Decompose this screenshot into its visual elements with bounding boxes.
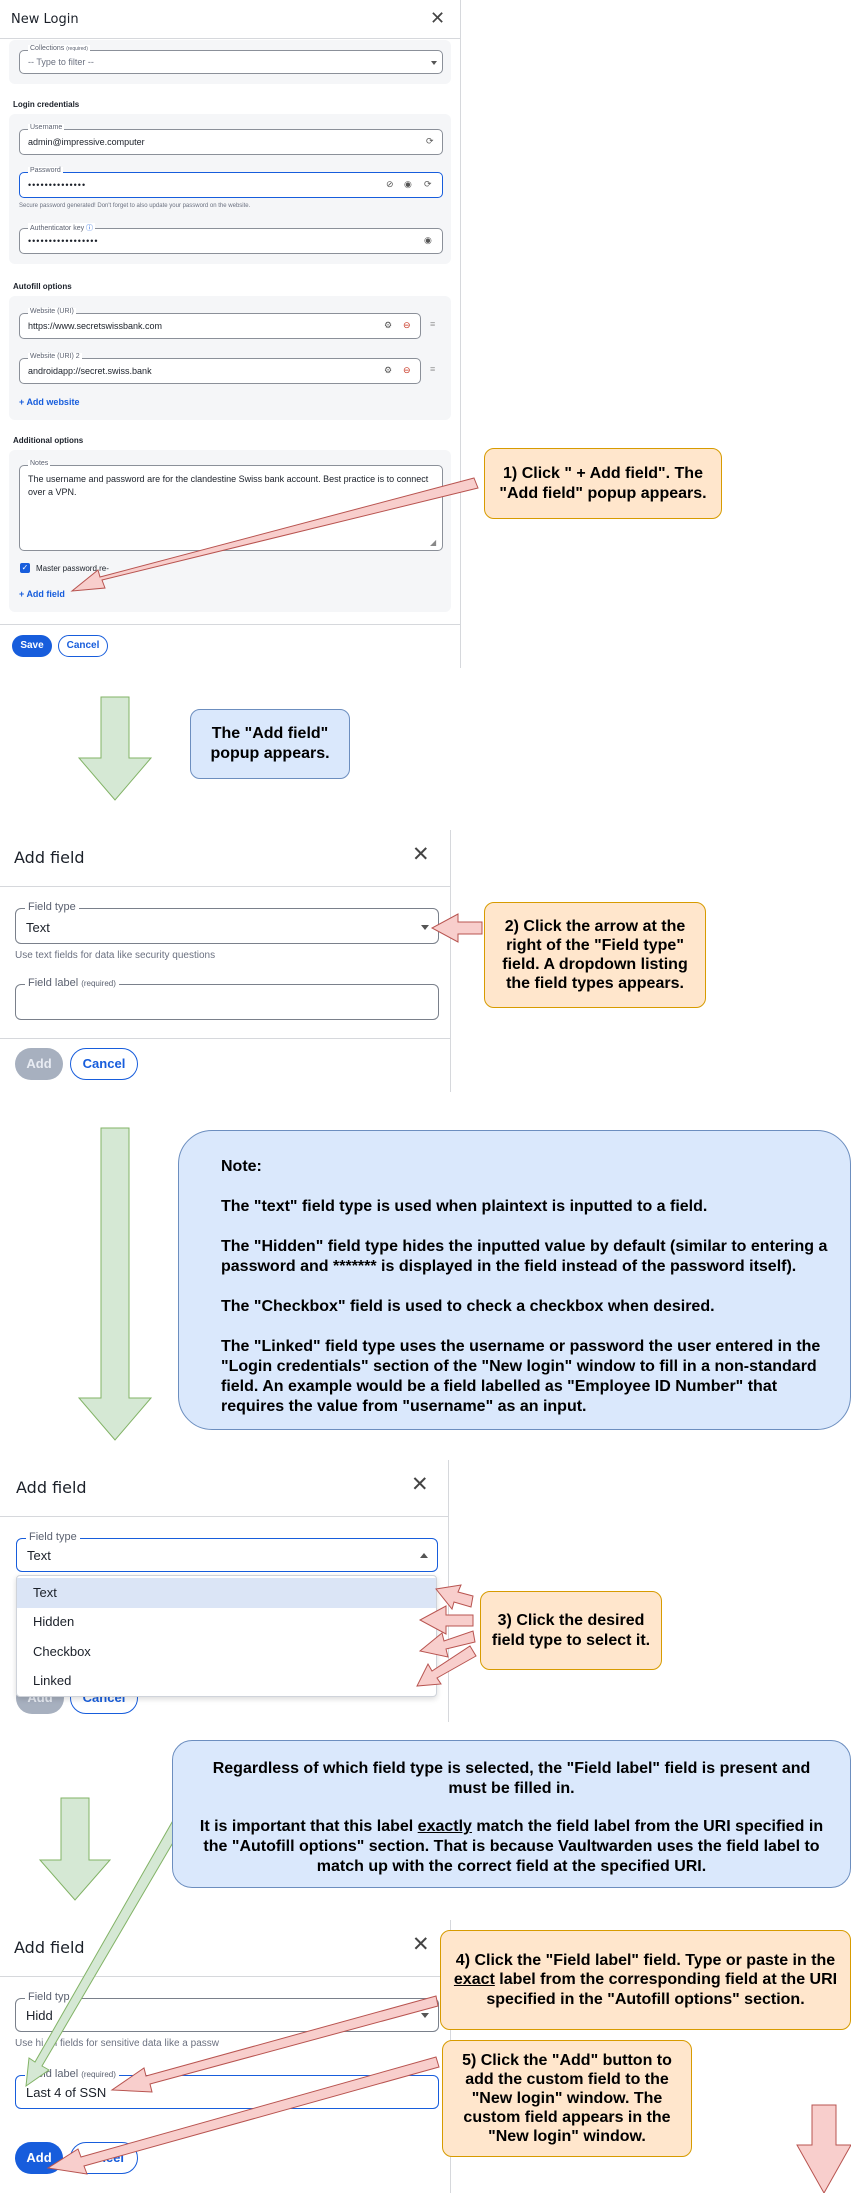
add-field-dialog: Add field ✕ Field type Text Use text fie… (0, 830, 450, 1092)
green-down-arrow (38, 1797, 112, 1901)
note-text: The "text" field type is used when plain… (221, 1198, 708, 1215)
chevron-down-icon[interactable] (431, 61, 437, 65)
generate-password-icon[interactable]: ⟳ (424, 179, 432, 189)
chevron-down-icon[interactable] (421, 925, 429, 930)
cancel-button[interactable]: Cancel (58, 635, 108, 657)
authenticator-key-input[interactable]: ••••••••••••••••• (28, 236, 99, 246)
add-field-button[interactable]: + Add field (19, 589, 65, 599)
chevron-down-icon[interactable] (421, 2013, 429, 2018)
red-pointer-arrow (110, 1995, 439, 2093)
chevron-up-icon[interactable] (420, 1553, 428, 1558)
dialog-title: Add field (14, 848, 85, 867)
close-icon[interactable]: ✕ (430, 8, 446, 28)
drag-handle-icon[interactable]: ≡ (430, 319, 436, 329)
plus-icon: + (19, 397, 25, 407)
website-uri-2-input[interactable]: androidapp://secret.swiss.bank (28, 366, 152, 376)
field-type-select[interactable]: Field type Text (16, 1531, 438, 1572)
red-down-arrow (796, 2104, 851, 2193)
close-icon[interactable]: ✕ (411, 1473, 429, 1496)
resize-handle-icon[interactable]: ◢ (430, 538, 437, 547)
red-pointer-arrow (418, 1630, 476, 1658)
red-pointer-arrow (418, 1605, 474, 1635)
autofill-options-heading: Autofill options (13, 282, 72, 291)
field-label-field[interactable]: Field label (required) Last 4 of SSN (15, 2068, 439, 2109)
dropdown-option-text[interactable]: Text (17, 1578, 436, 1608)
note-linked: The "Linked" field type uses the usernam… (221, 1338, 821, 1415)
red-pointer-arrow (430, 913, 483, 943)
dialog-title: Add field (14, 1938, 85, 1957)
save-button[interactable]: Save (12, 635, 52, 657)
red-pointer-arrow (435, 1584, 474, 1611)
username-input[interactable]: admin@impressive.computer (28, 137, 145, 147)
field-label-field[interactable]: Field label (required) (15, 977, 439, 1020)
collections-field[interactable]: Collections (required) -- Type to filter… (19, 45, 443, 74)
note-box: Note: The "text" field type is used when… (178, 1130, 851, 1430)
master-password-reprompt-checkbox[interactable]: ✓ (20, 563, 30, 573)
password-input[interactable]: •••••••••••••• (28, 180, 87, 190)
notes-textarea[interactable]: The username and password are for the cl… (28, 474, 429, 497)
gear-icon[interactable]: ⚙ (384, 365, 393, 375)
field-type-hint: Use text fields for data like security q… (15, 950, 216, 961)
red-pointer-arrow (46, 2056, 440, 2175)
field-type-hint: Use hi en fields for sensitive data like… (15, 2038, 219, 2049)
field-type-dropdown: Text Hidden Checkbox Linked (16, 1575, 437, 1697)
add-button[interactable]: Add (15, 1048, 63, 1080)
field-type-value[interactable]: Hidd (26, 2008, 53, 2023)
red-pointer-arrow (70, 477, 479, 592)
dialog-title: Add field (16, 1478, 87, 1497)
callout-popup-appears: The "Add field" popup appears. (190, 709, 350, 779)
password-hint: Secure password generated! Don't forget … (19, 203, 251, 209)
website-uri-input[interactable]: https://www.secretswissbank.com (28, 321, 163, 331)
red-pointer-arrow (416, 1645, 477, 1687)
field-type-select[interactable]: Field type Text (15, 901, 439, 944)
dropdown-option-hidden[interactable]: Hidden (33, 1614, 75, 1629)
callout-step-4: 4) Click the "Field label" field. Type o… (440, 1930, 851, 2030)
additional-options-heading: Additional options (13, 436, 84, 445)
note-checkbox: The "Checkbox" field is used to check a … (221, 1298, 715, 1315)
field-type-value[interactable]: Text (26, 920, 50, 935)
green-down-arrow (77, 696, 153, 801)
generate-username-icon[interactable]: ⟳ (426, 136, 434, 146)
password-field[interactable]: Password •••••••••••••• ⊘ ◉ ⟳ (19, 167, 443, 198)
callout-step-1: 1) Click " + Add field". The "Add field"… (484, 448, 722, 519)
callout-step-5: 5) Click the "Add" button to add the cus… (442, 2040, 692, 2157)
note-heading: Note: (221, 1158, 262, 1175)
authenticator-key-field[interactable]: Authenticator key ⓘ ••••••••••••••••• ◉ (19, 223, 443, 254)
new-login-dialog: New Login ✕ Collections (required) -- Ty… (0, 0, 460, 668)
collections-input[interactable]: -- Type to filter -- (28, 57, 94, 67)
plus-icon: + (19, 589, 25, 599)
gear-icon[interactable]: ⚙ (384, 320, 393, 330)
check-password-icon[interactable]: ⊘ (386, 179, 394, 189)
close-icon[interactable]: ✕ (412, 843, 430, 866)
close-icon[interactable]: ✕ (412, 1933, 430, 1956)
add-website-button[interactable]: + Add website (19, 397, 80, 407)
login-credentials-heading: Login credentials (13, 100, 80, 109)
callout-step-2: 2) Click the arrow at the right of the "… (484, 902, 706, 1008)
remove-icon[interactable]: ⊖ (403, 320, 411, 330)
drag-handle-icon[interactable]: ≡ (430, 364, 436, 374)
field-label-input[interactable]: Last 4 of SSN (26, 2085, 107, 2100)
website-uri-field[interactable]: Website (URI) https://www.secretswissban… (19, 308, 421, 339)
cancel-button[interactable]: Cancel (70, 1048, 138, 1080)
dropdown-option-linked[interactable]: Linked (33, 1673, 72, 1688)
eye-icon[interactable]: ◉ (404, 179, 412, 189)
note-hidden: The "Hidden" field type hides the inputt… (221, 1238, 828, 1275)
dialog-title: New Login (11, 12, 79, 27)
username-field[interactable]: Username admin@impressive.computer ⟳ (19, 124, 443, 155)
field-type-value[interactable]: Text (27, 1548, 51, 1563)
master-password-reprompt-label: Master password re- (36, 564, 109, 573)
website-uri-2-field[interactable]: Website (URI) 2 androidapp://secret.swis… (19, 353, 421, 384)
dropdown-option-checkbox[interactable]: Checkbox (33, 1644, 91, 1659)
remove-icon[interactable]: ⊖ (403, 365, 411, 375)
help-icon[interactable]: ⓘ (86, 225, 94, 232)
add-field-dropdown-dialog: Add field ✕ Field type Text Add Cancel T… (0, 1460, 448, 1722)
eye-icon[interactable]: ◉ (424, 235, 432, 245)
callout-step-3: 3) Click the desired field type to selec… (480, 1591, 662, 1670)
green-down-arrow (77, 1127, 153, 1441)
field-label-note: Regardless of which field type is select… (172, 1740, 851, 1888)
